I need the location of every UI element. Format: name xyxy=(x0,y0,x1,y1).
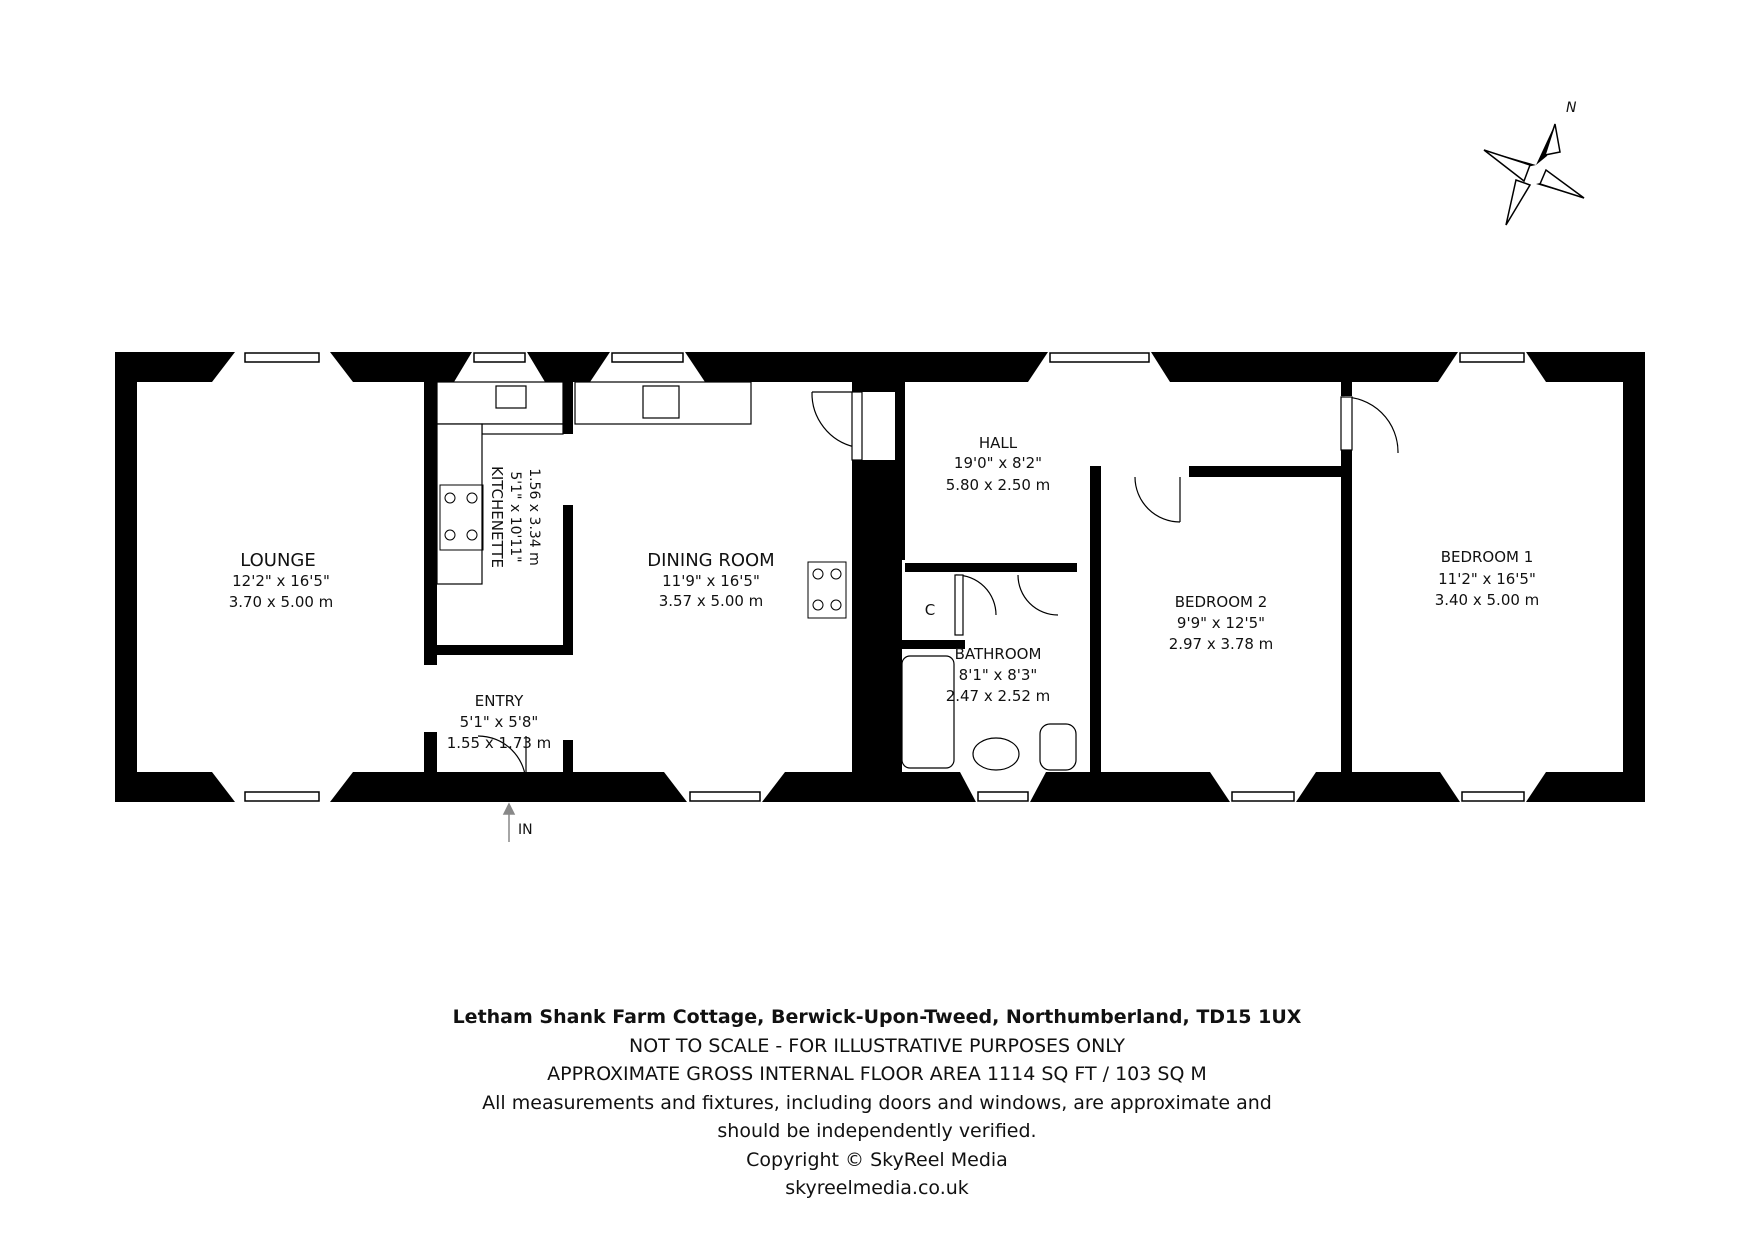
compass-north-label: N xyxy=(1566,100,1577,116)
caption-disclaimer-line-2: should be independently verified. xyxy=(717,1120,1037,1142)
room-bedroom-2: BEDROOM 2 9'9" x 12'5" 2.97 x 3.78 m xyxy=(1169,593,1274,653)
room-kitchenette-name: KITCHENETTE xyxy=(488,466,506,568)
room-bedroom-2-metric: 2.97 x 3.78 m xyxy=(1169,635,1274,653)
room-cupboard-name: C xyxy=(925,601,935,619)
room-entry-name: ENTRY xyxy=(475,692,524,710)
kitchenette-counter xyxy=(436,381,752,585)
room-bedroom-2-name: BEDROOM 2 xyxy=(1175,593,1268,611)
room-bedroom-1-metric: 3.40 x 5.00 m xyxy=(1435,591,1540,609)
room-hall: HALL 19'0" x 8'2" 5.80 x 2.50 m xyxy=(946,434,1051,494)
room-bedroom-1: BEDROOM 1 11'2" x 16'5" 3.40 x 5.00 m xyxy=(1435,548,1540,609)
room-kitchenette: KITCHENETTE 5'1" x 10'11" 1.56 x 3.34 m xyxy=(488,466,542,568)
room-entry-imperial: 5'1" x 5'8" xyxy=(460,713,539,731)
room-kitchenette-imperial: 5'1" x 10'11" xyxy=(507,471,523,562)
room-entry-metric: 1.55 x 1.73 m xyxy=(447,734,552,752)
caption-address: Letham Shank Farm Cottage, Berwick-Upon-… xyxy=(452,1006,1302,1028)
room-bedroom-1-name: BEDROOM 1 xyxy=(1441,548,1534,566)
caption-copyright: Copyright © SkyReel Media xyxy=(746,1148,1008,1171)
hob-icon xyxy=(439,484,847,619)
interior-walls xyxy=(424,382,1352,774)
caption-scale-note: NOT TO SCALE - FOR ILLUSTRATIVE PURPOSES… xyxy=(629,1034,1125,1057)
room-bedroom-1-imperial: 11'2" x 16'5" xyxy=(1438,570,1536,588)
room-hall-name: HALL xyxy=(979,434,1018,452)
windows-top xyxy=(212,352,1546,382)
exterior-walls xyxy=(115,352,1645,802)
caption-website[interactable]: skyreelmedia.co.uk xyxy=(785,1177,969,1199)
caption-disclaimer-line-1: All measurements and fixtures, including… xyxy=(482,1091,1272,1114)
room-bathroom-imperial: 8'1" x 8'3" xyxy=(959,666,1038,684)
entrance-arrow-icon xyxy=(502,802,516,842)
floor-plan-caption: Letham Shank Farm Cottage, Berwick-Upon-… xyxy=(0,1003,1754,1203)
room-dining: DINING ROOM 11'9" x 16'5" 3.57 x 5.00 m xyxy=(647,550,774,610)
room-bathroom-name: BATHROOM xyxy=(955,645,1042,663)
room-lounge-name: LOUNGE xyxy=(240,550,316,571)
room-hall-imperial: 19'0" x 8'2" xyxy=(954,454,1042,472)
room-bathroom-metric: 2.47 x 2.52 m xyxy=(946,687,1051,705)
windows-bottom xyxy=(212,772,1546,802)
room-dining-imperial: 11'9" x 16'5" xyxy=(662,572,760,590)
compass-icon xyxy=(1483,123,1585,226)
room-hall-metric: 5.80 x 2.50 m xyxy=(946,476,1051,494)
room-entry: ENTRY 5'1" x 5'8" 1.55 x 1.73 m xyxy=(447,692,552,752)
room-dining-name: DINING ROOM xyxy=(647,550,774,571)
room-kitchenette-metric: 1.56 x 3.34 m xyxy=(526,468,542,566)
room-cupboard: C xyxy=(925,601,935,619)
room-lounge-metric: 3.70 x 5.00 m xyxy=(229,593,334,611)
room-lounge: LOUNGE 12'2" x 16'5" 3.70 x 5.00 m xyxy=(229,550,334,611)
room-lounge-imperial: 12'2" x 16'5" xyxy=(232,572,330,590)
doors[interactable] xyxy=(477,391,1399,785)
bathroom-fixtures xyxy=(901,655,1077,771)
caption-area: APPROXIMATE GROSS INTERNAL FLOOR AREA 11… xyxy=(547,1063,1207,1085)
room-dining-metric: 3.57 x 5.00 m xyxy=(659,592,764,610)
room-bathroom: BATHROOM 8'1" x 8'3" 2.47 x 2.52 m xyxy=(946,645,1051,705)
entrance-label: IN xyxy=(518,822,533,838)
room-bedroom-2-imperial: 9'9" x 12'5" xyxy=(1177,614,1265,632)
